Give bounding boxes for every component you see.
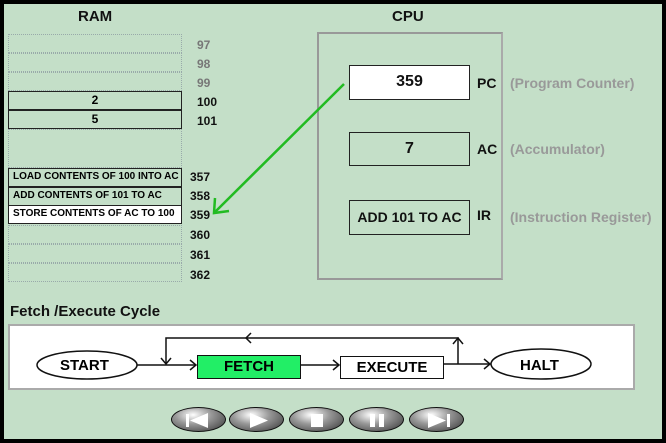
program-counter-register: 359 <box>349 65 470 100</box>
ir-description: (Instruction Register) <box>510 209 652 225</box>
memory-cell-98 <box>8 53 182 72</box>
memory-cell-357: LOAD CONTENTS OF 100 INTO AC <box>8 168 182 187</box>
accumulator-register: 7 <box>349 132 470 166</box>
address-label: 360 <box>190 228 211 242</box>
stop-icon <box>311 414 323 427</box>
rewind-button[interactable] <box>171 407 226 432</box>
ac-label: AC <box>477 141 498 157</box>
address-label: 358 <box>190 189 211 203</box>
address-label: 98 <box>197 57 211 71</box>
address-label: 99 <box>197 76 211 90</box>
address-label: 359 <box>190 208 211 222</box>
memory-gap <box>8 129 182 168</box>
memory-cell-99 <box>8 72 182 91</box>
cycle-title: Fetch /Execute Cycle <box>10 303 161 320</box>
address-label: 97 <box>197 38 211 52</box>
play-icon <box>250 413 268 428</box>
address-label: 362 <box>190 268 211 282</box>
instruction-register: ADD 101 TO AC <box>349 200 470 235</box>
memory-cell-362 <box>8 263 182 282</box>
address-label: 361 <box>190 248 211 262</box>
start-node: START <box>60 357 109 374</box>
address-label: 357 <box>190 170 211 184</box>
fetch-step: FETCH <box>197 355 301 379</box>
ram-title: RAM <box>78 8 113 25</box>
pause-icon <box>370 414 384 427</box>
play-button[interactable] <box>229 407 284 432</box>
execute-step: EXECUTE <box>340 356 444 379</box>
memory-cell-100: 2 <box>8 91 182 110</box>
rewind-icon <box>186 413 208 428</box>
memory-cell-360 <box>8 225 182 244</box>
halt-node: HALT <box>520 357 559 374</box>
cpu-title: CPU <box>392 8 424 25</box>
stop-button[interactable] <box>289 407 344 432</box>
step-forward-button[interactable] <box>409 407 464 432</box>
memory-cell-359: STORE CONTENTS OF AC TO 100 <box>8 205 182 224</box>
pc-description: (Program Counter) <box>510 75 635 91</box>
memory-cell-101: 5 <box>8 110 182 129</box>
address-label: 100 <box>197 95 218 109</box>
step-forward-icon <box>428 413 450 428</box>
pc-label: PC <box>477 75 497 91</box>
memory-cell-361 <box>8 244 182 263</box>
ac-description: (Accumulator) <box>510 141 605 157</box>
memory-cell-97 <box>8 34 182 53</box>
pause-button[interactable] <box>349 407 404 432</box>
cpu-box <box>317 32 503 280</box>
ir-label: IR <box>477 207 491 223</box>
address-label: 101 <box>197 114 218 128</box>
